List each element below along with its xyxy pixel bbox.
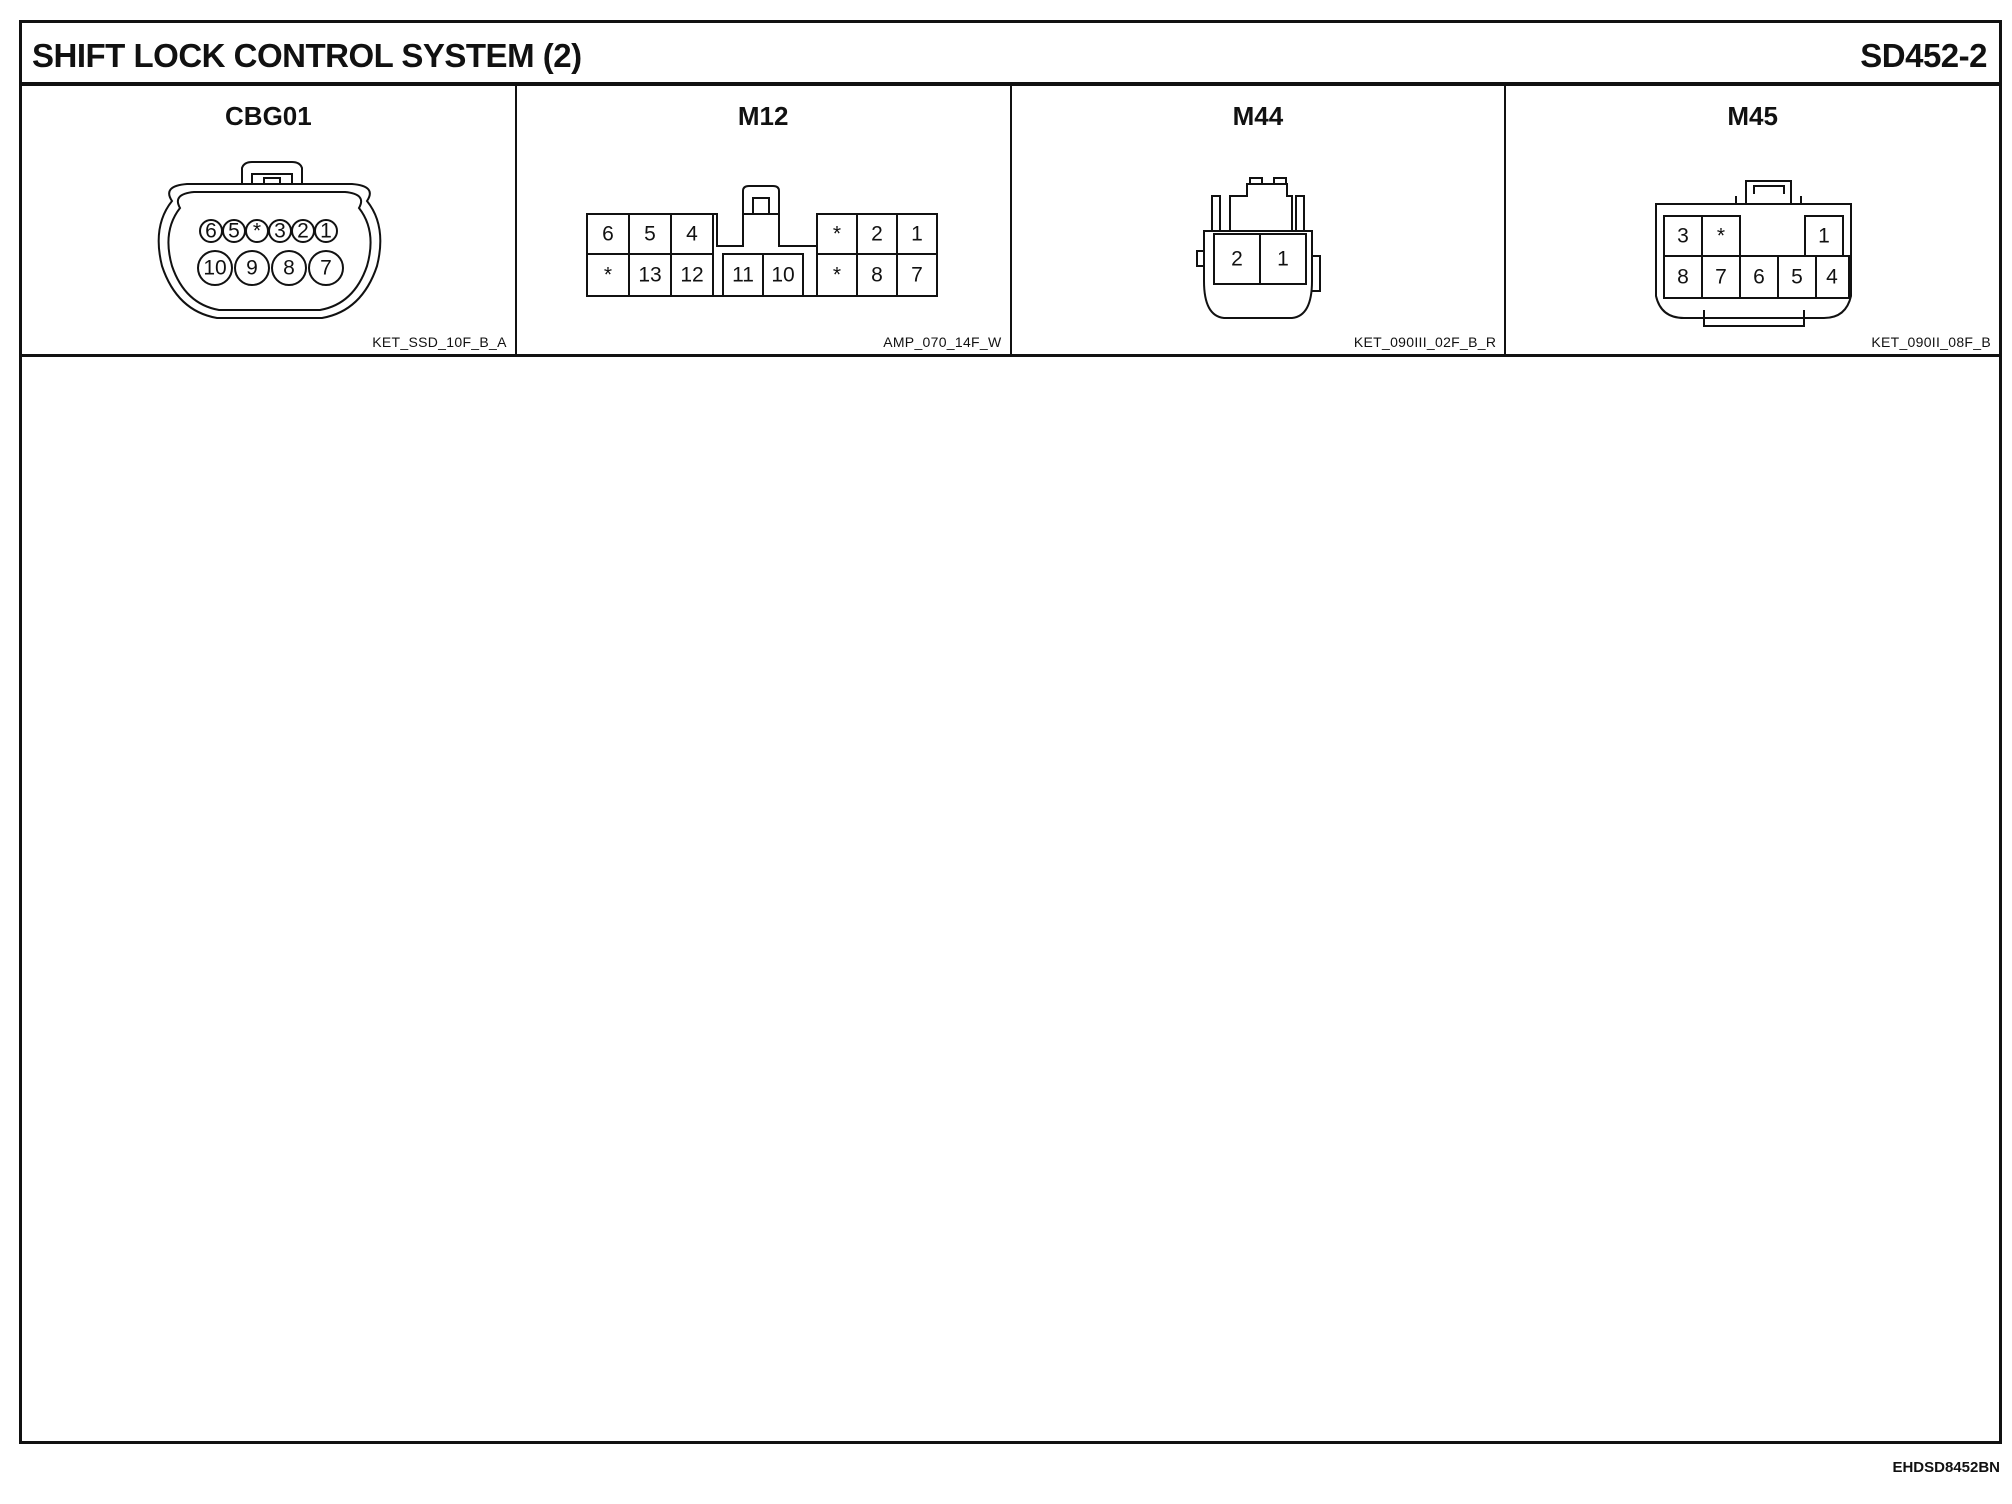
pin-label: * xyxy=(1717,225,1725,248)
pin-label: 6 xyxy=(1753,266,1765,289)
pin-label: 8 xyxy=(1677,266,1689,289)
bottom-key xyxy=(1703,310,1806,327)
title-bar: SHIFT LOCK CONTROL SYSTEM (2) SD452-2 xyxy=(22,23,1999,86)
connector-cell-m45: M45 3 * 1 8 7 xyxy=(1506,86,1999,354)
locking-latch xyxy=(742,197,779,215)
locking-latch xyxy=(1228,177,1293,231)
connector-m45-drawing: 3 * 1 8 7 6 5 4 xyxy=(1655,180,1853,327)
pin-label: 6 xyxy=(602,223,614,246)
page-title: SHIFT LOCK CONTROL SYSTEM (2) xyxy=(32,37,582,74)
pin-label: 5 xyxy=(1791,266,1803,289)
pin-cavity xyxy=(308,250,344,286)
pin-label: 8 xyxy=(871,264,883,287)
connector-cell-m12: M12 6 5 4 * 2 1 xyxy=(517,86,1012,354)
housing-inner xyxy=(167,191,372,311)
connector-part-code: KET_090III_02F_B_R xyxy=(1353,334,1497,350)
pin-label: 7 xyxy=(911,264,923,287)
connector-name: M45 xyxy=(1727,101,1778,131)
connector-m44-drawing: 2 1 xyxy=(1195,177,1321,319)
connector-cell-cbg01: CBG01 6 5 * 3 2 1 xyxy=(22,86,517,354)
connector-part-code: KET_SSD_10F_B_A xyxy=(372,334,507,350)
pin-label: 10 xyxy=(203,257,226,280)
connector-cell-m44: M44 2 1 KET_090III_02F_B_R xyxy=(1012,86,1507,354)
pin-cavity xyxy=(314,219,338,243)
pin-row-top: 6 5 * 3 2 1 xyxy=(199,219,338,243)
pin-label: 4 xyxy=(686,223,698,246)
pin-label: * xyxy=(604,264,612,287)
pin-label: 1 xyxy=(1818,225,1830,248)
document-code: EHDSD8452BN xyxy=(1892,1459,2000,1476)
housing-outline xyxy=(1655,203,1853,319)
pin-cavity xyxy=(1815,255,1851,299)
pin-label: 12 xyxy=(680,264,703,287)
pin-label: 11 xyxy=(732,264,754,287)
pin-label: * xyxy=(833,223,841,246)
connector-name: M12 xyxy=(737,101,789,131)
pin-label: 1 xyxy=(911,223,923,246)
pin-label: * xyxy=(253,220,261,243)
pin-label: 8 xyxy=(283,257,295,280)
pin-cavity xyxy=(761,253,804,297)
housing-outline xyxy=(585,185,938,297)
pin-label: 6 xyxy=(205,220,217,243)
pin-row-bottom: 10 9 8 7 xyxy=(197,250,344,286)
pin-label: 13 xyxy=(638,264,661,287)
pin-label: * xyxy=(833,264,841,287)
pin-label: 2 xyxy=(871,223,883,246)
pin-row-top: 6 5 4 * 2 1 xyxy=(585,213,938,255)
connector-name: M44 xyxy=(1232,101,1284,131)
pin-label: 5 xyxy=(644,223,656,246)
pin-row-bottom: 8 7 6 5 4 xyxy=(1663,255,1851,299)
locking-latch xyxy=(241,161,303,184)
pin-label: 1 xyxy=(1277,248,1289,271)
connector-part-code: KET_090II_08F_B xyxy=(1871,334,1991,350)
pin-cavity xyxy=(895,253,938,297)
pin-label: 2 xyxy=(297,220,309,243)
side-rails xyxy=(1195,195,1321,292)
connector-part-code: AMP_070_14F_W xyxy=(883,334,1002,350)
pin-label: 3 xyxy=(1677,225,1689,248)
pin-label: 7 xyxy=(1715,266,1727,289)
pin-label: 10 xyxy=(771,264,794,287)
pin-cavity xyxy=(1258,233,1307,285)
locking-latch xyxy=(1735,180,1803,204)
pin-label: 9 xyxy=(246,257,258,280)
diagram-sheet: SHIFT LOCK CONTROL SYSTEM (2) SD452-2 CB… xyxy=(19,20,2002,1444)
pin-cavity xyxy=(197,250,233,286)
pin-label: 7 xyxy=(320,257,332,280)
connector-cbg01-drawing: 6 5 * 3 2 1 10 9 xyxy=(157,161,382,319)
pin-cavity xyxy=(669,253,714,297)
pin-row-bottom: * 13 12 11 10 * 8 7 xyxy=(585,253,938,297)
pin-row-top: 3 * 1 xyxy=(1663,215,1845,257)
page-code: SD452-2 xyxy=(1860,37,1987,74)
pin-cavity xyxy=(271,250,307,286)
pin-row-bottom: 2 1 xyxy=(1212,233,1307,285)
pin-label: 3 xyxy=(274,220,286,243)
housing-outline xyxy=(1202,230,1313,319)
pin-label: 5 xyxy=(228,220,240,243)
connector-m12-drawing: 6 5 4 * 2 1 * 13 xyxy=(585,185,938,297)
pin-label: 4 xyxy=(1826,266,1838,289)
pin-label: 1 xyxy=(320,220,332,243)
pin-cavity xyxy=(234,250,270,286)
pin-label: 2 xyxy=(1231,248,1243,271)
connector-row: CBG01 6 5 * 3 2 1 xyxy=(22,86,1999,357)
housing-outline xyxy=(157,183,382,319)
connector-name: CBG01 xyxy=(225,101,312,131)
